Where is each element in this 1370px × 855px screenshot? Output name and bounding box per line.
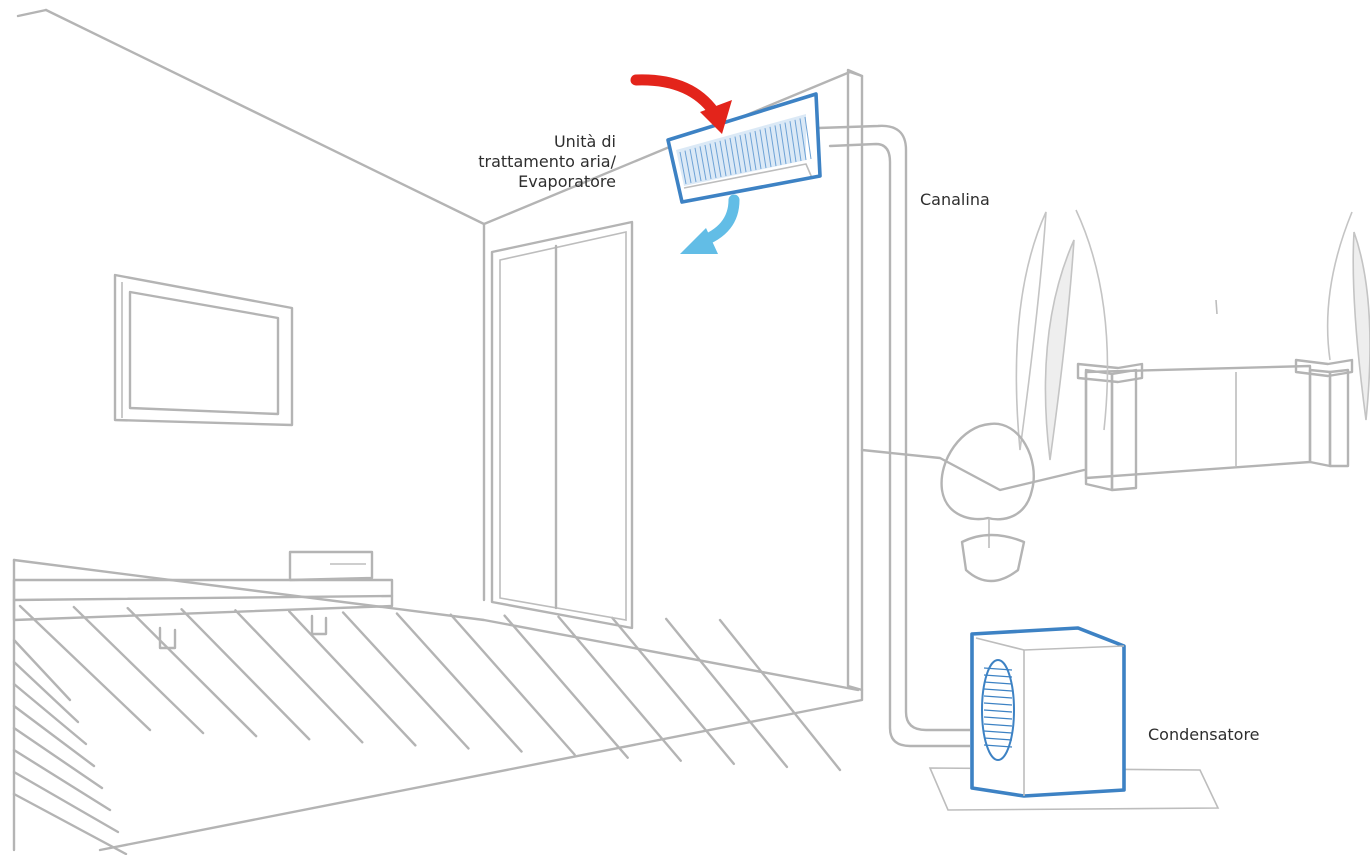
glass-door: [492, 222, 632, 628]
tree-2-front: [1353, 232, 1370, 420]
condenser-unit: [930, 628, 1218, 810]
door-frame: [492, 222, 632, 628]
duct-label: Canalina: [920, 190, 990, 210]
floor-plank-line: [720, 620, 840, 770]
pillar-left-side: [1112, 370, 1136, 490]
condenser-fill: [970, 632, 1124, 792]
frame-outer: [115, 275, 292, 425]
floor-plank-line: [343, 612, 468, 748]
wall-picture-frame: [115, 275, 292, 425]
pillar-right-cap: [1296, 360, 1352, 376]
warm-air-arrow: [636, 80, 714, 112]
floor-plank-line: [451, 615, 575, 755]
duct-inner: [830, 144, 972, 746]
evaporator-label-line-2: trattamento aria/: [420, 152, 616, 172]
door-inner-frame: [500, 232, 626, 620]
floor-plank-line: [666, 619, 787, 767]
frame-inner: [130, 292, 278, 414]
tree-1-front: [1045, 240, 1074, 460]
duct-outer: [818, 126, 972, 730]
tree-1-edge: [1076, 210, 1108, 430]
floor-front-edge: [100, 690, 862, 850]
exterior-wall-slab: [848, 70, 862, 690]
room-corner-edge: [46, 10, 484, 600]
fence-tick: [1216, 300, 1217, 314]
tree-2-back: [1328, 212, 1352, 360]
bed-leg-right: [312, 616, 326, 634]
bed-leg-left: [160, 628, 175, 648]
floor-plank-line: [182, 609, 310, 739]
floor-plank-line: [128, 608, 256, 736]
floor-planks: [14, 606, 840, 854]
floor-plank-line: [235, 610, 362, 742]
pillar-right-side: [1330, 370, 1348, 466]
floor-plank-line: [289, 611, 415, 745]
pillar-left: [1086, 370, 1112, 490]
evaporator-label-line-1: Unità di: [420, 132, 616, 152]
plant-pot: [962, 535, 1024, 581]
cypress-trees: [1016, 210, 1370, 460]
evaporator-label: Unità di trattamento aria/ Evaporatore: [420, 132, 616, 192]
tree-1-back: [1016, 212, 1046, 450]
bed-edge: [14, 596, 392, 600]
floor-plank-line: [612, 618, 734, 764]
floor-plank-line: [558, 617, 680, 761]
plant-canopy: [942, 424, 1034, 520]
bed-headrest: [290, 552, 372, 580]
duct-pipe: [818, 126, 972, 746]
floor-plank-line: [397, 614, 522, 752]
floor-plank-line: [505, 616, 628, 758]
floor-plank-line: [74, 607, 203, 733]
indoor-ac-unit: [668, 94, 820, 202]
evaporator-label-line-3: Evaporatore: [420, 172, 616, 192]
ceiling-left-edge: [18, 10, 46, 16]
condenser-label: Condensatore: [1148, 725, 1260, 745]
pillar-right: [1310, 370, 1330, 466]
